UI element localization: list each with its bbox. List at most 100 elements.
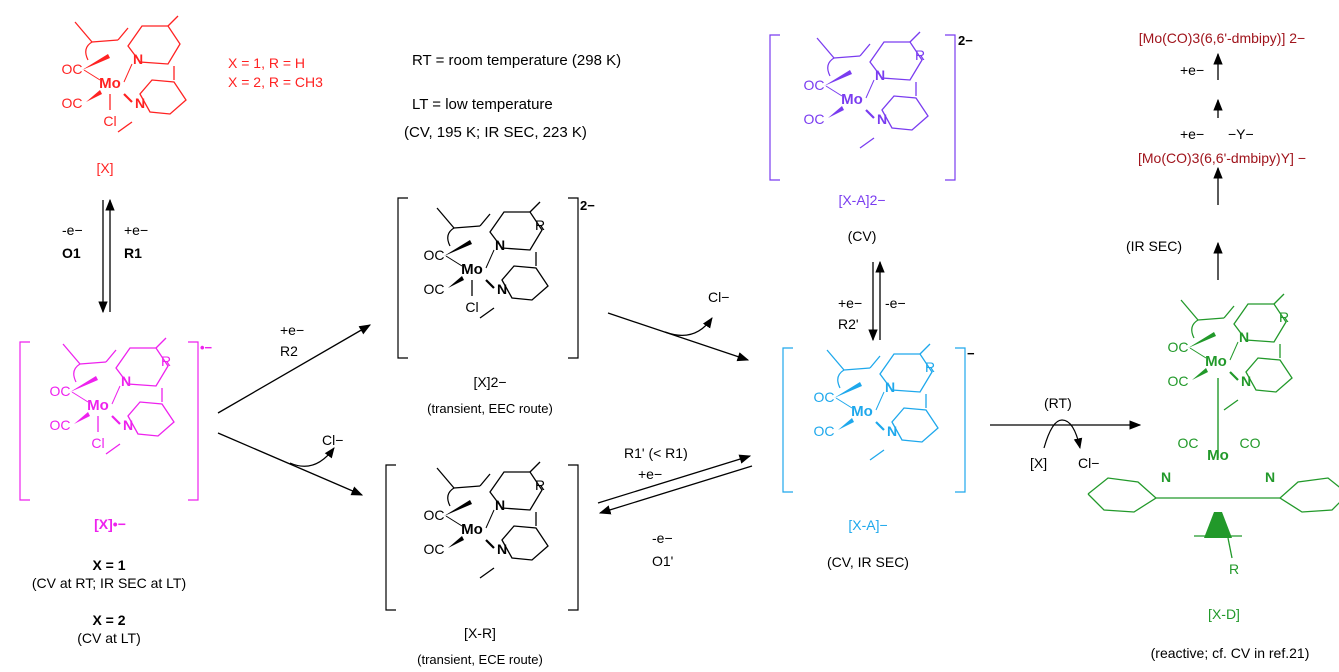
n-atom-lower: N bbox=[123, 417, 133, 433]
bond-line bbox=[485, 279, 495, 289]
wedge-co bbox=[838, 418, 854, 430]
bond-line bbox=[485, 539, 495, 549]
pyridine-ring-dimer-right bbox=[1278, 477, 1339, 513]
bracket-dianion-right bbox=[568, 197, 579, 359]
n-atom-lower: N bbox=[135, 95, 145, 111]
charge-dianion: 2− bbox=[580, 198, 595, 213]
label-plus-e-2: +e− bbox=[1180, 126, 1205, 142]
bond-line bbox=[1197, 317, 1225, 321]
pyridine-ring-lower bbox=[501, 525, 549, 561]
co-ligand-upper: OC bbox=[50, 383, 71, 399]
bond-line bbox=[74, 21, 93, 43]
label-x-a: [X-A]− bbox=[848, 517, 888, 533]
wedge-co bbox=[86, 90, 102, 102]
allyl-arc bbox=[837, 369, 845, 389]
bond-line bbox=[835, 397, 853, 409]
wedge-co bbox=[74, 412, 90, 424]
bond-line bbox=[453, 485, 481, 489]
n-atom-lower-right: N bbox=[1265, 469, 1275, 485]
co-ligand-lower: OC bbox=[424, 541, 445, 557]
product-mo-dianion: [Mo(CO)3(6,6'-dmbipy)] 2− bbox=[1138, 30, 1306, 46]
bond-line bbox=[529, 201, 541, 213]
bond-line bbox=[436, 207, 455, 229]
co-ligand-upper: OC bbox=[62, 61, 83, 77]
label-r1: R1 bbox=[124, 245, 142, 261]
bond-line bbox=[1229, 341, 1239, 361]
bond-line bbox=[123, 93, 133, 103]
bond-line bbox=[479, 567, 495, 579]
label-o1p: O1' bbox=[652, 553, 674, 569]
bond-line bbox=[869, 449, 885, 461]
co-ligand-upper: OC bbox=[1168, 339, 1189, 355]
pyridine-ring-upper bbox=[489, 211, 543, 251]
n-atom-upper: N bbox=[121, 373, 131, 389]
r-substituent: R bbox=[535, 217, 545, 233]
bond-line bbox=[1229, 371, 1239, 381]
legend-lt-detail: (CV, 195 K; IR SEC, 223 K) bbox=[404, 124, 587, 141]
label-r1p-bottom: +e− bbox=[638, 466, 663, 482]
label-r2-top: +e− bbox=[280, 322, 305, 338]
pyridine-ring-lower bbox=[881, 95, 929, 131]
allyl-arc bbox=[1191, 319, 1199, 339]
legend-x2: X = 2, R = CH3 bbox=[228, 74, 323, 90]
bond-line bbox=[869, 355, 881, 369]
label-x-a2: [X-A]2− bbox=[838, 192, 886, 208]
label-r2p: R2' bbox=[838, 316, 859, 332]
note-x-r: (transient, ECE route) bbox=[417, 652, 543, 667]
allyl-arc bbox=[827, 57, 835, 77]
label-o1-top: -e− bbox=[62, 222, 83, 238]
label-r1-top: +e− bbox=[124, 222, 149, 238]
note-x1: (CV at RT; IR SEC at LT) bbox=[31, 575, 187, 591]
bond-line bbox=[479, 213, 491, 227]
pyridine-ring-upper bbox=[879, 353, 933, 393]
bond-line bbox=[865, 109, 875, 119]
wedge-bond bbox=[70, 376, 98, 392]
co-ligand-upper: OC bbox=[814, 389, 835, 405]
bond-line bbox=[123, 63, 133, 83]
bond-line bbox=[859, 137, 875, 149]
cl-ligand: Cl bbox=[103, 113, 116, 129]
legend-lt: LT = low temperature bbox=[412, 96, 553, 113]
r-substituent: R bbox=[161, 353, 171, 369]
arrow-r1p-o1p-equilibrium bbox=[597, 454, 753, 515]
pyridine-ring-upper bbox=[489, 471, 543, 511]
bracket-xa-left bbox=[782, 347, 793, 493]
mo-atom: Mo bbox=[1205, 353, 1227, 370]
co-ligand-lower-left: OC bbox=[1178, 435, 1199, 451]
label-plus-e-1: +e− bbox=[1180, 62, 1205, 78]
r-substituent-lower: R bbox=[1229, 561, 1239, 577]
r-substituent: R bbox=[535, 477, 545, 493]
n-atom-upper: N bbox=[1239, 329, 1249, 345]
n-atom-upper: N bbox=[133, 51, 143, 67]
co-ligand-lower: OC bbox=[50, 417, 71, 433]
allyl-arc bbox=[447, 487, 455, 507]
label-r2p-minus: -e− bbox=[885, 295, 906, 311]
mo-atom: Mo bbox=[841, 91, 863, 108]
bracket-radical-right bbox=[188, 341, 199, 501]
cl-ligand: Cl bbox=[465, 299, 478, 315]
bond-line bbox=[155, 337, 167, 349]
note-x1-head: X = 1 bbox=[92, 557, 126, 573]
note-x-d: (reactive; cf. CV in ref.21) bbox=[1150, 645, 1310, 661]
n-atom-upper: N bbox=[885, 379, 895, 395]
label-cl-3: Cl− bbox=[1078, 455, 1100, 471]
bond-line bbox=[1223, 399, 1239, 411]
bond-line bbox=[825, 85, 843, 97]
bracket-xa2-left bbox=[769, 34, 780, 181]
pyridine-ring-upper bbox=[1233, 303, 1287, 343]
bond-line bbox=[445, 255, 463, 267]
n-atom-lower: N bbox=[497, 281, 507, 297]
allyl-arc bbox=[447, 227, 455, 247]
wedge-co bbox=[1192, 368, 1208, 380]
bond-line bbox=[71, 391, 89, 403]
legend-rt: RT = room temperature (298 K) bbox=[412, 52, 622, 69]
wedge-bond bbox=[444, 240, 472, 256]
bond-line bbox=[875, 421, 885, 431]
